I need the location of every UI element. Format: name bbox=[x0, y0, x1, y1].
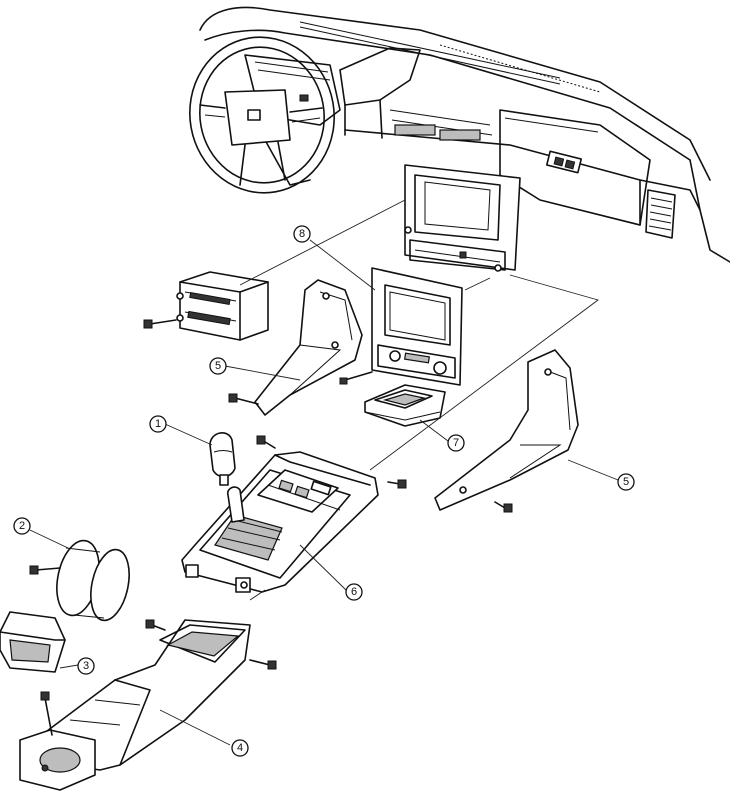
callout-4: 4 bbox=[231, 739, 249, 757]
callout-3: 3 bbox=[77, 657, 95, 675]
callout-5a: 5 bbox=[209, 357, 227, 375]
cup-holder bbox=[29, 539, 130, 622]
callout-8: 8 bbox=[293, 225, 311, 243]
svg-text:5: 5 bbox=[215, 360, 221, 372]
coin-tray bbox=[0, 611, 66, 673]
svg-text:3: 3 bbox=[83, 660, 89, 672]
ashtray bbox=[364, 384, 446, 427]
radio-unit bbox=[143, 271, 269, 341]
console-side-panel-right bbox=[434, 349, 579, 513]
console-side-panel-left bbox=[228, 279, 363, 416]
svg-text:8: 8 bbox=[299, 228, 305, 240]
dashboard bbox=[199, 6, 730, 272]
shifter-console bbox=[181, 435, 407, 593]
shift-knob bbox=[209, 432, 236, 486]
callout-6: 6 bbox=[345, 583, 363, 601]
callout-1: 1 bbox=[149, 415, 167, 433]
svg-text:7: 7 bbox=[453, 437, 459, 449]
rear-console bbox=[19, 619, 277, 791]
callout-7: 7 bbox=[447, 434, 465, 452]
svg-text:5: 5 bbox=[623, 476, 629, 488]
center-bezel-panel bbox=[339, 267, 463, 386]
svg-text:2: 2 bbox=[19, 520, 25, 532]
svg-text:6: 6 bbox=[351, 586, 357, 598]
steering-wheel bbox=[189, 36, 335, 194]
svg-text:1: 1 bbox=[155, 418, 161, 430]
svg-text:4: 4 bbox=[237, 742, 243, 754]
assembly-lines bbox=[29, 199, 619, 746]
callout-2: 2 bbox=[13, 517, 31, 535]
callout-5b: 5 bbox=[617, 473, 635, 491]
